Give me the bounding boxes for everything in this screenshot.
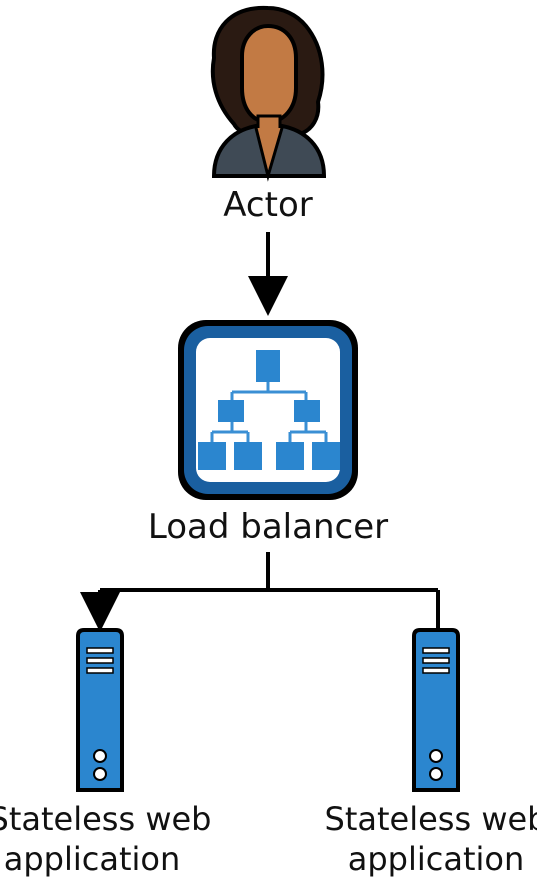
server-2-label-line2: application (348, 840, 525, 878)
actor-label: Actor (223, 185, 312, 225)
load-balancer-label: Load balancer (148, 507, 388, 547)
load-balancer-icon (178, 320, 358, 500)
server-1-label-line1: Stateless web (0, 800, 211, 838)
server-icon (76, 628, 124, 792)
server-2-label-line1: Stateless web (325, 800, 537, 838)
server-icon (412, 628, 460, 792)
lb-to-servers-connector (80, 552, 440, 632)
person-icon (210, 5, 327, 182)
server-1-label-line2: application (4, 840, 181, 878)
